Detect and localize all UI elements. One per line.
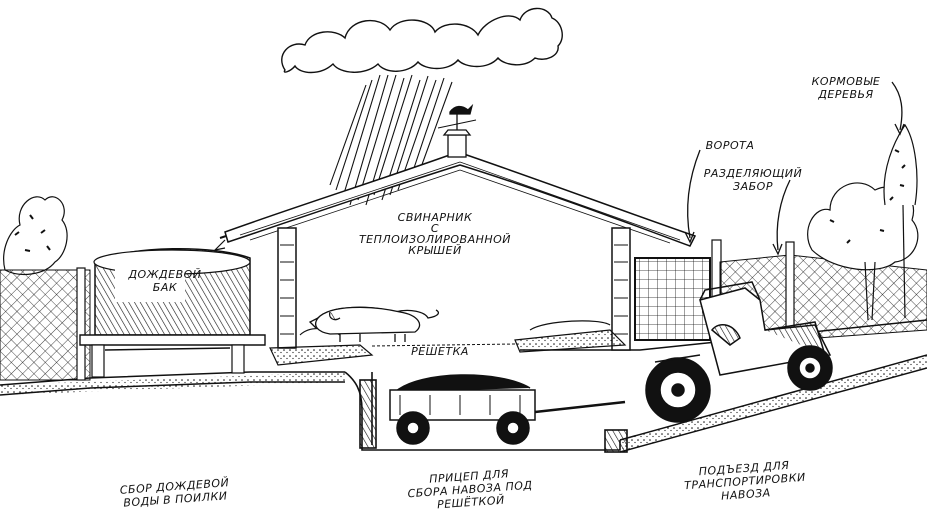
rain-icon xyxy=(329,74,453,206)
fodder-trees-label: КОРМОВЫЕ ДЕРЕВЬЯ xyxy=(811,75,881,101)
ground-texture xyxy=(0,355,927,452)
trailer-icon xyxy=(389,374,626,445)
pigsty-label: СВИНАРНИК С ТЕПЛОИЗОЛИРОВАННОЙ КРЫШЕЙ xyxy=(358,211,512,257)
tractor-icon xyxy=(645,281,833,423)
rain-tank xyxy=(79,247,266,378)
cloud-icon xyxy=(281,7,563,74)
rain-tank-label: ДОЖДЕВОЙ БАК xyxy=(128,268,202,294)
tree-icon xyxy=(3,196,68,276)
left-fence xyxy=(0,267,91,381)
gate-label: ВОРОТА xyxy=(705,139,755,152)
weathervane-icon xyxy=(437,103,477,158)
pigsty-building xyxy=(213,151,697,366)
fence-arrow xyxy=(772,179,791,256)
tree-icon xyxy=(807,123,919,321)
fence-label: РАЗДЕЛЯЮЩИЙ ЗАБОР xyxy=(703,167,803,193)
gate xyxy=(634,239,722,346)
gate-arrow xyxy=(684,149,701,244)
trees-arrow xyxy=(891,81,905,136)
pig-icon xyxy=(308,306,440,342)
manure-pit xyxy=(344,371,628,453)
grate-label: РЕШЕТКА xyxy=(411,345,469,358)
